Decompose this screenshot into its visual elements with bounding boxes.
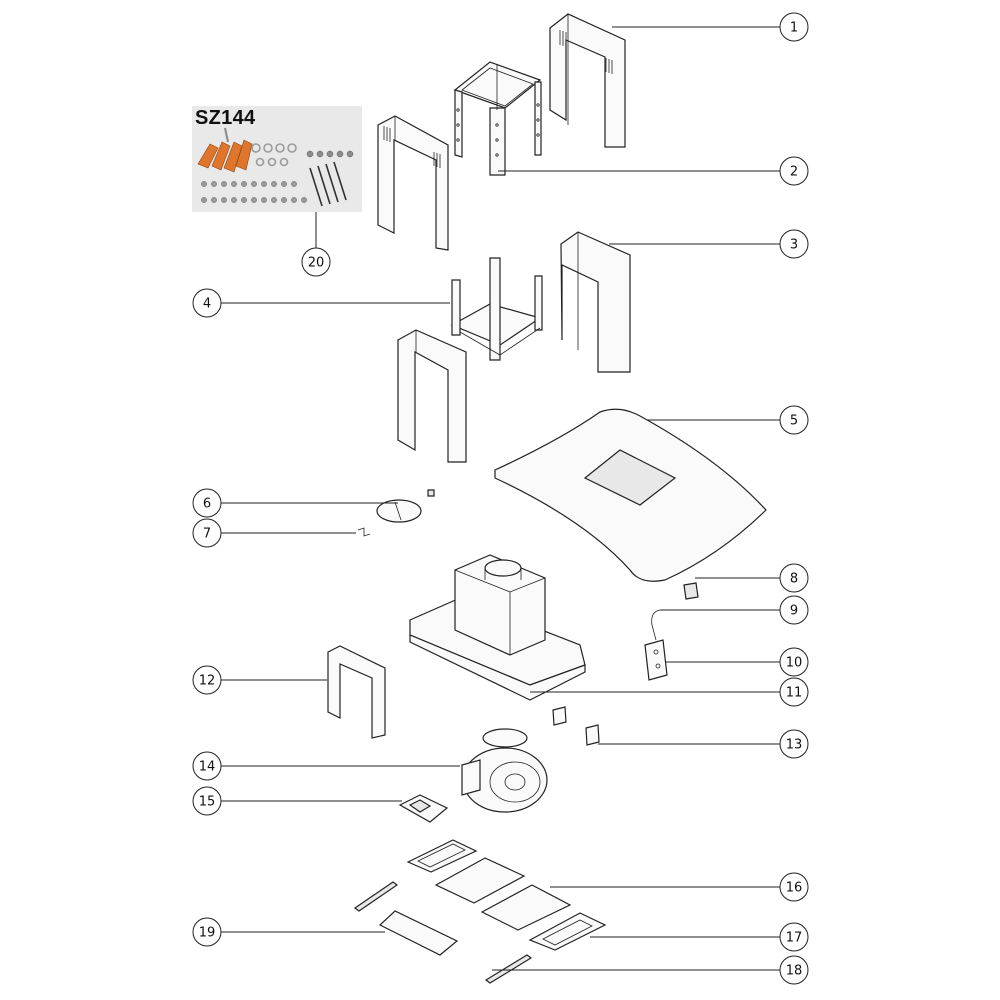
callout-10: 10 <box>779 647 809 677</box>
callout-20: 20 <box>301 247 331 277</box>
callout-20-label: 20 <box>308 256 325 271</box>
callout-8: 8 <box>779 563 809 593</box>
callout-9-label: 9 <box>790 604 798 619</box>
callouts: 1 2 3 4 5 6 7 8 9 10 11 12 13 14 15 16 1… <box>192 12 809 985</box>
part-control-board <box>398 794 449 823</box>
hardware-kit-illustration <box>197 127 354 207</box>
callout-8-label: 8 <box>790 572 798 587</box>
callout-12: 12 <box>192 665 222 695</box>
callout-5-label: 5 <box>790 414 798 429</box>
part-upper-bracket-frame <box>453 61 542 176</box>
callout-6-label: 6 <box>203 497 211 512</box>
callout-12-label: 12 <box>199 674 216 689</box>
callout-3-label: 3 <box>790 238 798 253</box>
callout-1-label: 1 <box>790 21 798 36</box>
hardware-kit-photo: SZ144 <box>192 106 362 212</box>
callout-4-label: 4 <box>203 297 211 312</box>
leader-lines <box>221 26 780 971</box>
callout-17: 17 <box>779 922 809 952</box>
part-hood-body <box>409 554 586 701</box>
part-control-box <box>644 639 668 681</box>
part-mounting-plate <box>376 489 435 523</box>
part-switch <box>683 582 699 600</box>
part-back-cover <box>327 645 386 739</box>
part-lower-chimney-back <box>560 231 631 373</box>
part-clip <box>357 527 371 537</box>
callout-19: 19 <box>192 917 222 947</box>
callout-7-label: 7 <box>203 527 211 542</box>
part-lamp-strip <box>378 910 459 956</box>
callout-11: 11 <box>779 677 809 707</box>
callout-17-label: 17 <box>786 931 803 946</box>
callout-14: 14 <box>192 751 222 781</box>
callout-19-label: 19 <box>199 926 216 941</box>
screw-icons <box>306 150 354 158</box>
wall-plug-icons <box>197 127 253 173</box>
callout-3: 3 <box>779 229 809 259</box>
part-upper-chimney-back <box>549 13 626 148</box>
callout-14-label: 14 <box>199 760 216 775</box>
callout-13: 13 <box>779 729 809 759</box>
part-grease-filters <box>406 839 607 951</box>
part-blower-motor <box>461 728 548 813</box>
part-filter-rails <box>353 881 533 984</box>
callout-16: 16 <box>779 872 809 902</box>
callout-4: 4 <box>192 288 222 318</box>
part-glass-canopy <box>494 408 767 582</box>
callout-9: 9 <box>779 595 809 625</box>
part-wire <box>651 609 661 641</box>
callout-5: 5 <box>779 405 809 435</box>
part-upper-chimney-front <box>377 115 449 251</box>
part-small-brackets <box>552 706 600 746</box>
washer-icons <box>251 143 297 167</box>
kit-title: SZ144 <box>195 107 256 129</box>
callout-2: 2 <box>779 156 809 186</box>
callout-1: 1 <box>779 12 809 42</box>
part-lower-bracket-frame <box>450 257 543 361</box>
bolt-rows <box>201 181 307 203</box>
callout-18: 18 <box>779 955 809 985</box>
callout-13-label: 13 <box>786 738 803 753</box>
callout-15: 15 <box>192 786 222 816</box>
callout-15-label: 15 <box>199 795 216 810</box>
callout-11-label: 11 <box>786 686 803 701</box>
callout-10-label: 10 <box>786 656 803 671</box>
callout-2-label: 2 <box>790 165 798 180</box>
callout-7: 7 <box>192 518 222 548</box>
part-lower-chimney-front <box>397 329 467 463</box>
long-screw-icons <box>309 161 347 207</box>
callout-6: 6 <box>192 488 222 518</box>
callout-18-label: 18 <box>786 964 803 979</box>
callout-16-label: 16 <box>786 881 803 896</box>
